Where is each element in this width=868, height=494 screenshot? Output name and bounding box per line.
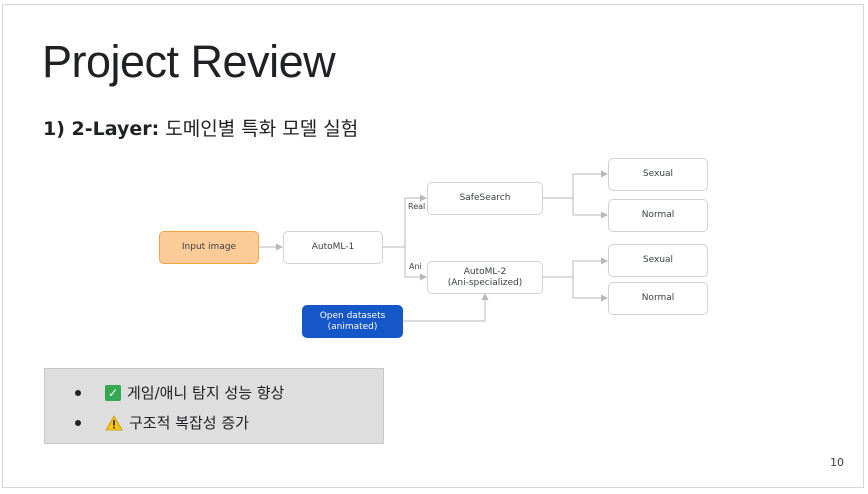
safesearch-node: SafeSearch	[427, 182, 543, 215]
edge-safesearch-to-normal	[572, 198, 608, 219]
subtitle-text: 도메인별 특화 모델 실험	[159, 118, 359, 140]
slide-subtitle: 1) 2-Layer: 도메인별 특화 모델 실험	[43, 114, 358, 141]
edge-automl2-to-normal	[572, 277, 608, 302]
slide-title: Project Review	[42, 36, 336, 87]
bullet-box: ✓ 게임/애니 탐지 성능 향상 구조적 복잡성 증가	[44, 368, 384, 444]
open-datasets-node: Open datasets (animated)	[302, 305, 403, 338]
edge-automl1-to-automl2	[404, 247, 427, 281]
edge-label-ani: Ani	[409, 262, 422, 271]
bullet-item: 구조적 복잡성 증가	[75, 412, 249, 433]
edge-automl2-to-sexual	[543, 257, 608, 278]
edge-automl1-to-safesearch	[383, 194, 427, 248]
edge-open-to-automl2	[403, 293, 489, 322]
bullet-text: 구조적 복잡성 증가	[129, 414, 249, 432]
bullet-dot	[75, 389, 81, 396]
automl2-node: AutoML-2 (Ani-specialized)	[427, 261, 543, 294]
bullet-dot	[75, 419, 81, 426]
subtitle-prefix: 1) 2-Layer:	[43, 118, 160, 140]
bullet-item: ✓ 게임/애니 탐지 성능 향상	[75, 382, 284, 403]
normal-ani-node: Normal	[608, 282, 708, 315]
sexual-real-node: Sexual	[608, 158, 708, 191]
normal-real-node: Normal	[608, 199, 708, 232]
check-icon: ✓	[105, 384, 121, 401]
edge-safesearch-to-sexual	[543, 170, 608, 199]
sexual-ani-node: Sexual	[608, 244, 708, 277]
bullet-text: 게임/애니 탐지 성능 향상	[127, 384, 285, 402]
warning-icon	[105, 414, 123, 430]
edge-label-real: Real	[408, 202, 426, 211]
automl1-node: AutoML-1	[283, 231, 383, 264]
page-number: 10	[830, 456, 844, 469]
input-image-node: Input image	[159, 231, 259, 264]
